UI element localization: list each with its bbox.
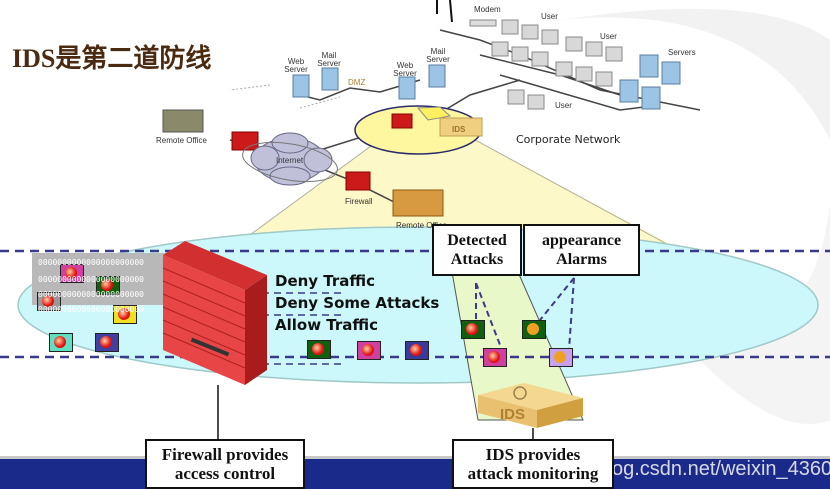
label-dmz: DMZ	[348, 78, 366, 87]
remote-office-icon	[162, 109, 204, 133]
label-mail-server: Mail Server	[426, 47, 450, 64]
attack-packet-icon	[483, 348, 507, 367]
firewall-wall-icon	[162, 241, 267, 385]
modem-icon	[469, 19, 497, 27]
ids-provides-box: IDS provides attack monitoring	[452, 439, 614, 489]
cloud-orbit	[242, 141, 338, 183]
policy-deny-some-attacks: Deny Some Attacks	[275, 294, 440, 312]
policy-allow-traffic: Allow Traffic	[275, 316, 379, 334]
page-title: IDS是第二道防线	[12, 44, 212, 73]
detected-attacks-line1: Detected	[447, 232, 507, 249]
binary-row: 0000000000000000000000	[38, 305, 144, 314]
alarm-packet-icon	[522, 320, 546, 339]
attack-packet-icon	[95, 333, 119, 352]
internet-cloud-icon	[250, 132, 333, 186]
bomb-icon	[488, 351, 500, 363]
antenna-tower-icon	[436, 0, 453, 23]
label-user: User	[541, 12, 558, 21]
label-mail-server: Mail Server	[317, 51, 341, 68]
footer-bar	[0, 456, 830, 489]
label-ids-small: IDS	[452, 125, 466, 134]
attack-packet-icon	[307, 340, 331, 359]
user-computers	[491, 19, 623, 110]
bomb-icon	[410, 344, 422, 356]
bomb-icon	[312, 343, 324, 355]
bomb-icon	[466, 323, 478, 335]
bomb-icon	[118, 308, 130, 320]
label-user: User	[555, 101, 572, 110]
binary-row: 0000000000000000000000	[38, 290, 144, 299]
bomb-icon	[362, 344, 374, 356]
bomb-icon	[101, 279, 113, 291]
appearance-alarms-line1: appearance	[541, 232, 622, 249]
ids-device-icon	[478, 383, 583, 428]
appearance-alarms-box: appearance Alarms	[523, 224, 640, 276]
link	[229, 84, 271, 91]
label-web-server: Web Server	[284, 57, 308, 74]
label-remote-office: Remote Office	[396, 221, 447, 230]
label-remote-office: Remote Office	[156, 136, 207, 145]
binary-row: 0000000000000000000000	[38, 258, 144, 267]
bomb-icon	[100, 336, 112, 348]
firewall-provides-box: Firewall provides access control	[145, 439, 305, 489]
label-firewall: Firewall	[345, 197, 373, 206]
watermark: og.csdn.net/weixin_4360	[612, 458, 830, 480]
firewall-provides-line2: access control	[174, 464, 276, 483]
background-arc	[560, 8, 830, 140]
label-web-server: Web Server	[393, 61, 417, 78]
detection-links	[475, 277, 575, 351]
attack-packet-icon	[96, 276, 120, 295]
detected-attacks-box: Detected Attacks	[432, 224, 522, 276]
alarm-dot-icon	[554, 351, 566, 363]
link	[299, 96, 341, 109]
label-internet: Internet	[276, 156, 304, 165]
firewall-icon	[345, 171, 371, 191]
ids-sensor-icon	[416, 106, 452, 121]
alarm-dot-icon	[527, 323, 539, 335]
policy-list: Deny Traffic Deny Some Attacks Allow Tra…	[275, 270, 439, 336]
policy-deny-traffic: Deny Traffic	[275, 272, 376, 290]
bomb-icon	[54, 336, 66, 348]
server-rack-icons	[292, 54, 681, 110]
ids-provides-line2: attack monitoring	[467, 464, 599, 483]
binary-row: 0000000000000000000000	[38, 275, 144, 284]
firewall-provides-line1: Firewall provides	[161, 445, 289, 464]
bomb-icon	[42, 295, 54, 307]
ids-small-device-icon	[439, 117, 483, 137]
ids-provides-line1: IDS provides	[485, 445, 581, 464]
attack-packet-icon	[49, 333, 73, 352]
attack-packet-icon	[461, 320, 485, 339]
label-modem: Modem	[474, 5, 501, 14]
attack-packet-icon	[405, 341, 429, 360]
bomb-icon	[65, 267, 77, 279]
attack-packet-icon	[60, 264, 84, 283]
attack-packet-icon	[37, 292, 61, 311]
ids-device-label: IDS	[500, 406, 526, 423]
detected-attacks-line2: Attacks	[450, 251, 504, 268]
firewall-icon	[231, 131, 259, 151]
attack-packet-icon	[357, 341, 381, 360]
background-arc	[700, 200, 830, 424]
appearance-alarms-line2: Alarms	[556, 251, 607, 268]
label-corporate-network: Corporate Network	[516, 133, 621, 146]
label-user: User	[600, 32, 617, 41]
remote-office-icon	[392, 189, 444, 217]
attack-packet-icon	[113, 305, 137, 324]
label-servers: Servers	[668, 48, 696, 57]
firewall-icon	[391, 113, 413, 129]
alarm-packet-icon	[549, 348, 573, 367]
